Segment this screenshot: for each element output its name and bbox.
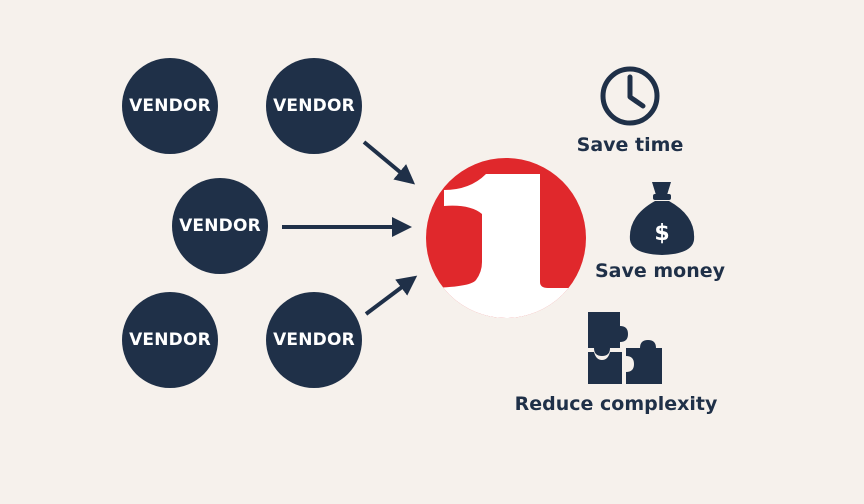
svg-text:$: $ bbox=[654, 221, 669, 246]
vendor-node: VENDOR bbox=[172, 178, 268, 274]
vendor-node: VENDOR bbox=[122, 58, 218, 154]
vendor-label: VENDOR bbox=[179, 216, 261, 236]
vendor-node: VENDOR bbox=[266, 292, 362, 388]
vendor-label: VENDOR bbox=[129, 330, 211, 350]
vendor-node: VENDOR bbox=[266, 58, 362, 154]
clock-icon bbox=[600, 66, 660, 126]
vendor-label: VENDOR bbox=[129, 96, 211, 116]
arrow-top bbox=[362, 140, 416, 185]
money-bag-icon: $ bbox=[629, 182, 695, 255]
benefit-label-save-time: Save time bbox=[576, 134, 684, 156]
vendor-node: VENDOR bbox=[122, 292, 218, 388]
puzzle-icon bbox=[588, 312, 662, 384]
vendor-label: VENDOR bbox=[273, 330, 355, 350]
vendor-label: VENDOR bbox=[273, 96, 355, 116]
benefit-label-save-money: Save money bbox=[594, 260, 726, 282]
number-one-logo bbox=[426, 158, 586, 318]
arrow-bottom bbox=[364, 275, 418, 316]
benefit-label-reduce-complexity: Reduce complexity bbox=[514, 393, 718, 415]
